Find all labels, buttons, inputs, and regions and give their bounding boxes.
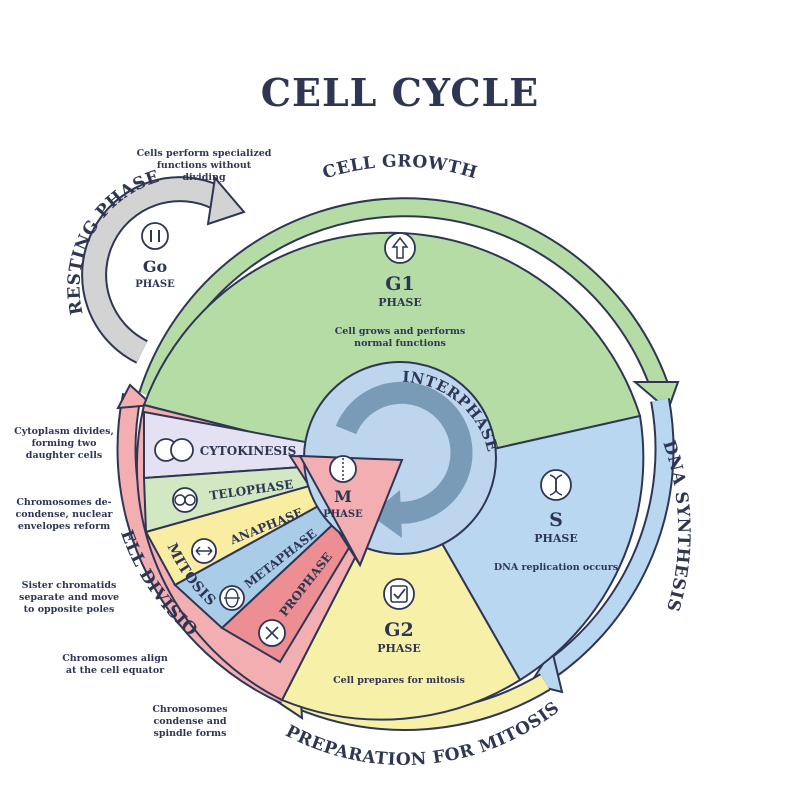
g0-name: Go: [143, 257, 168, 276]
cytokinesis-group: CYTOKINESIS: [154, 438, 297, 462]
telophase-note: Chromosomes de-condense, nuclear envelop…: [15, 497, 113, 532]
g1-group: G1 PHASE Cell grows and performs normal …: [335, 232, 465, 349]
g1-desc-2: normal functions: [354, 338, 446, 349]
g0-group: Go PHASE: [135, 222, 175, 290]
up-arrow-icon: [384, 232, 416, 264]
s-name: S: [549, 509, 563, 531]
pause-icon: [141, 222, 169, 250]
dividing-cell-icon: [329, 455, 357, 483]
metaphase-note: Chromosomes align at the cell equator: [62, 653, 168, 676]
anaphase-note: Sister chromatids separate and move to o…: [18, 580, 120, 615]
cytokinesis-label: CYTOKINESIS: [200, 444, 297, 458]
m-group: M PHASE: [323, 455, 363, 520]
g1-name: G1: [385, 273, 414, 295]
g0-label: PHASE: [135, 279, 175, 290]
m-name: M: [334, 487, 352, 506]
resting-phase-arrow: [81, 175, 246, 364]
m-label: PHASE: [323, 509, 363, 520]
s-group: S PHASE DNA replication occurs: [494, 469, 618, 573]
cytokinesis-note: Cytoplasm divides, forming two daughter …: [14, 426, 114, 461]
g1-desc-1: Cell grows and performs: [335, 326, 465, 337]
page-title: CELL CYCLE: [260, 70, 540, 115]
prophase-note: Chromosomes condense and spindle forms: [152, 704, 228, 739]
g2-name: G2: [384, 619, 413, 641]
g1-label: PHASE: [378, 296, 422, 309]
s-label: PHASE: [534, 532, 578, 545]
g2-desc: Cell prepares for mitosis: [333, 675, 465, 686]
g2-label: PHASE: [377, 642, 421, 655]
s-desc: DNA replication occurs: [494, 562, 618, 573]
g2-group: G2 PHASE Cell prepares for mitosis: [333, 578, 465, 686]
resting-note: Cells perform specialized functions with…: [136, 148, 272, 183]
cell-growth-label: CELL GROWTH: [320, 151, 479, 183]
checkbox-icon: [390, 585, 408, 603]
dna-synthesis-arrow: [528, 398, 675, 694]
